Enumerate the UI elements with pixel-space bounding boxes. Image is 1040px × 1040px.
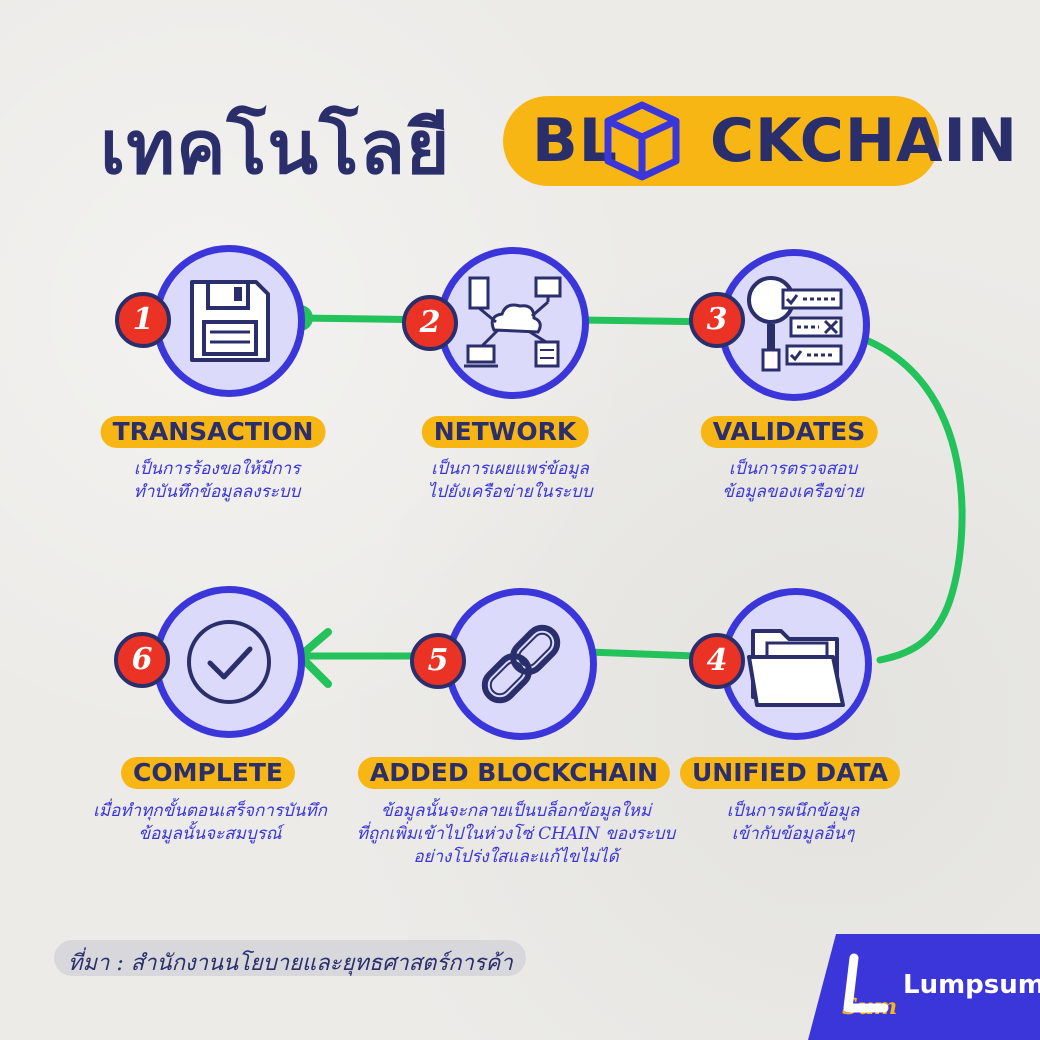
step-1-circle bbox=[153, 245, 305, 397]
step-3-desc: เป็นการตรวจสอบ ข้อมูลของเครือข่าย bbox=[722, 459, 864, 502]
step-1-label: TRANSACTION bbox=[100, 416, 326, 448]
step-1-desc: เป็นการร้องขอให้มีการ ทำบันทึกข้อมูลลงระ… bbox=[133, 459, 301, 502]
step-2-label: NETWORK bbox=[421, 416, 589, 448]
step-4-label: UNIFIED DATA bbox=[679, 757, 901, 789]
step-5-desc: ข้อมูลนั้นจะกลายเป็นบล็อกข้อมูลใหม่ ที่ถ… bbox=[356, 801, 676, 867]
brand-name: Lumpsum bbox=[903, 970, 1040, 1000]
step-5-number: 5 bbox=[410, 633, 466, 689]
step-2-circle bbox=[437, 247, 589, 399]
step-6-number: 6 bbox=[114, 632, 170, 688]
brand-block: Sum bbox=[808, 934, 1040, 1040]
title-prefix: BL bbox=[532, 106, 618, 176]
step-2-desc: เป็นการเผยแพร่ข้อมูล ไปยังเครือข่ายในระบ… bbox=[427, 459, 593, 502]
chain-link-icon bbox=[481, 624, 561, 704]
step-4-circle bbox=[720, 588, 872, 740]
step-4-number: 4 bbox=[689, 633, 745, 689]
title-thai: เทคโนโลยี bbox=[100, 105, 451, 191]
step-3-circle bbox=[718, 249, 870, 401]
title-suffix: CKCHAIN bbox=[709, 106, 1019, 176]
magnifier-checklist-icon bbox=[747, 276, 843, 372]
cube-icon bbox=[604, 101, 680, 181]
network-cloud-icon bbox=[464, 276, 562, 368]
step-6-label: COMPLETE bbox=[121, 757, 295, 789]
title-blockchain: BL CKCHAIN bbox=[532, 106, 1018, 176]
step-5-circle bbox=[445, 588, 597, 740]
step-2-number: 2 bbox=[402, 295, 458, 351]
step-4-desc: เป็นการผนึกข้อมูล เข้ากับข้อมูลอื่นๆ bbox=[726, 801, 860, 844]
folder-icon bbox=[747, 629, 845, 707]
step-6-circle bbox=[153, 586, 305, 738]
step-5-label: ADDED BLOCKCHAIN bbox=[357, 757, 671, 789]
step-1-number: 1 bbox=[115, 292, 171, 348]
title-pill bbox=[503, 96, 939, 186]
floppy-disk-icon bbox=[190, 280, 270, 362]
step-6-desc: เมื่อทำทุกขั้นตอนเสร็จการบันทึก ข้อมูลนั… bbox=[93, 801, 327, 844]
step-3-number: 3 bbox=[689, 292, 745, 348]
source-text: ที่มา : สำนักงานนโยบายและยุทธศาสตร์การค้… bbox=[68, 951, 513, 976]
source-pill bbox=[54, 940, 526, 976]
step-3-label: VALIDATES bbox=[700, 416, 878, 448]
checkmark-icon bbox=[187, 620, 271, 704]
